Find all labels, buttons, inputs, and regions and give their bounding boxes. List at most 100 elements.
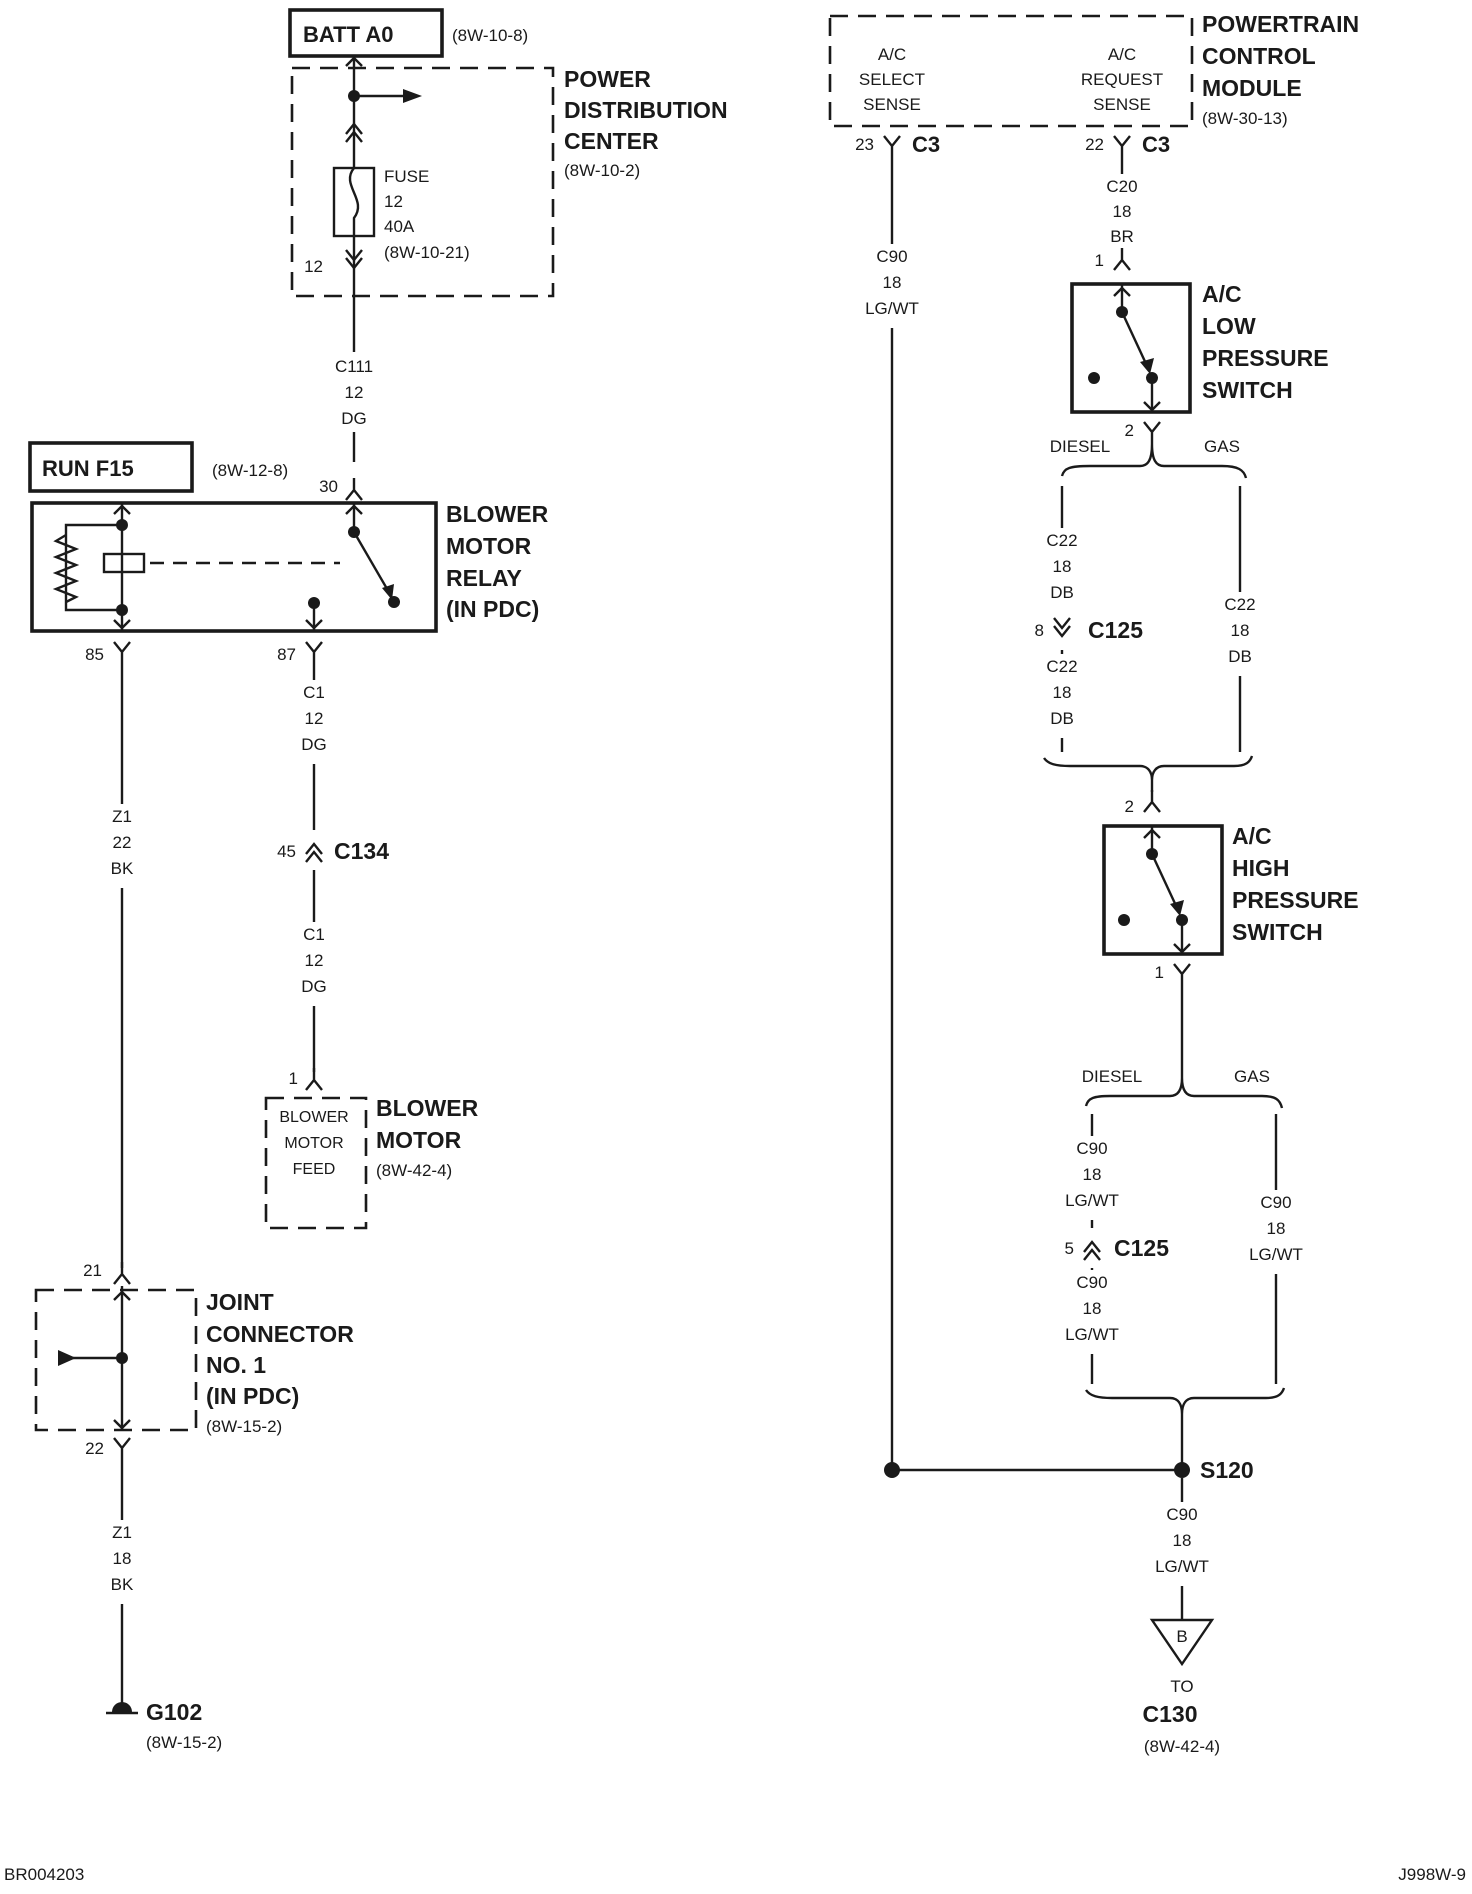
branch-c22: DIESEL GAS C22 18 DB 8 C125 C22 18 DB C2… [1035, 437, 1266, 781]
branch2-gas-gauge: 18 [1267, 1219, 1286, 1238]
wire-c111-color: DG [341, 409, 367, 428]
blower-motor-title-1: BLOWER [376, 1095, 479, 1121]
joint-title-2: CONNECTOR [206, 1321, 354, 1347]
wire-c1b-gauge: 12 [305, 951, 324, 970]
branch1-gas-circuit: C22 [1224, 595, 1255, 614]
joint-title-4: (IN PDC) [206, 1383, 299, 1409]
joint-connector-no1: 21 JOINT CONNECTOR NO. 1 (IN PDC) (8W-15… [34, 1260, 354, 1462]
batt-a0-ref: (8W-10-8) [452, 26, 528, 45]
blower-motor-ref: (8W-42-4) [376, 1161, 452, 1180]
c134-label: C134 [334, 838, 389, 864]
branch1-wire-top-gauge: 18 [1053, 557, 1072, 576]
high-switch-title-3: PRESSURE [1232, 887, 1359, 913]
offpage-ref: (8W-42-4) [1144, 1737, 1220, 1756]
blower-motor: 1 BLOWER MOTOR FEED BLOWER MOTOR (8W-42-… [264, 1066, 479, 1230]
pdc-title-3: CENTER [564, 128, 659, 154]
pcm-request-2: REQUEST [1081, 70, 1163, 89]
ground-g102: G102 (8W-15-2) [106, 1699, 222, 1752]
low-switch-title-4: SWITCH [1202, 377, 1293, 403]
pcm-title-3: MODULE [1202, 75, 1302, 101]
branch1-gas: GAS [1204, 437, 1240, 456]
batt-a0-block: BATT A0 (8W-10-8) [288, 8, 528, 58]
wire-z1a-gauge: 22 [113, 833, 132, 852]
wire-c20-circuit: C20 [1106, 177, 1137, 196]
fuse-label: FUSE [384, 167, 429, 186]
wire-c1b-circuit: C1 [303, 925, 325, 944]
wire-c90o-circuit: C90 [1166, 1505, 1197, 1524]
blower-feed-1: BLOWER [279, 1109, 348, 1126]
branch2-diesel: DIESEL [1082, 1067, 1142, 1086]
pcm-conn-c3-request: C3 [1142, 132, 1170, 157]
wire-z1b-color: BK [111, 1575, 134, 1594]
branch2-gas: GAS [1234, 1067, 1270, 1086]
blower-motor-relay: 30 BLOWER MOTOR RELAY (IN PDC) [30, 476, 549, 633]
pcm-select-1: A/C [878, 45, 906, 64]
batt-a0-label: BATT A0 [303, 22, 393, 47]
blower-feed-2: MOTOR [284, 1135, 343, 1152]
fuse-icon [348, 167, 360, 236]
low-switch-title-3: PRESSURE [1202, 345, 1329, 371]
relay-title-4: (IN PDC) [446, 596, 539, 622]
pcm-pin-22: 22 [1085, 135, 1104, 154]
relay-pin-85: 85 [85, 645, 104, 664]
wire-c20-gauge: 18 [1113, 202, 1132, 221]
ground-ref: (8W-15-2) [146, 1733, 222, 1752]
joint-pin-22: 22 [85, 1439, 104, 1458]
relay-pin-87: 87 [277, 645, 296, 664]
c134-pin: 45 [277, 842, 296, 861]
footer-left-code: BR004203 [4, 1865, 84, 1884]
wire-c111-gauge: 12 [345, 383, 364, 402]
offpage-letter: B [1176, 1627, 1187, 1646]
pcm-title-1: POWERTRAIN [1202, 11, 1359, 37]
branch2-conn-pin: 5 [1065, 1239, 1074, 1258]
splice-s120: S120 [884, 1457, 1254, 1483]
blower-motor-pin: 1 [289, 1069, 298, 1088]
branch1-wire-top-color: DB [1050, 583, 1074, 602]
low-switch-title-2: LOW [1202, 313, 1256, 339]
power-distribution-center: 12 FUSE 12 40A (8W-10-21) POWER DISTRIBU… [290, 56, 728, 298]
high-switch-pin-1: 1 [1155, 963, 1164, 982]
offpage-connector-b: B TO C130 (8W-42-4) [1143, 1618, 1220, 1756]
wire-z1a-color: BK [111, 859, 134, 878]
wire-c20-color: BR [1110, 227, 1134, 246]
wire-c90l-color: LG/WT [865, 299, 919, 318]
branch2-wire-bottom-circuit: C90 [1076, 1273, 1107, 1292]
pdc-title-1: POWER [564, 66, 651, 92]
pcm-pin-23: 23 [855, 135, 874, 154]
pdc-pin: 12 [304, 257, 323, 276]
low-switch-pin-2: 2 [1125, 421, 1134, 440]
wire-c1a-gauge: 12 [305, 709, 324, 728]
wire-c111-circuit: C111 [335, 357, 373, 376]
offpage-conn: C130 [1143, 1701, 1198, 1727]
blower-feed-3: FEED [293, 1161, 336, 1178]
branch-c90: DIESEL GAS C90 18 LG/WT 5 C125 C90 18 LG… [1056, 1067, 1312, 1415]
fuse-number: 12 [384, 192, 403, 211]
high-switch-title-1: A/C [1232, 823, 1272, 849]
branch2-wire-bottom-gauge: 18 [1083, 1299, 1102, 1318]
wire-z1b-gauge: 18 [113, 1549, 132, 1568]
fuse-rating: 40A [384, 217, 415, 236]
pcm-request-3: SENSE [1093, 95, 1151, 114]
wire-z1b-circuit: Z1 [112, 1523, 132, 1542]
pcm-title-2: CONTROL [1202, 43, 1316, 69]
pcm-request-1: A/C [1108, 45, 1136, 64]
joint-title-1: JOINT [206, 1289, 274, 1315]
branch1-wire-top-circuit: C22 [1046, 531, 1077, 550]
wire-c90l-circuit: C90 [876, 247, 907, 266]
branch1-gas-gauge: 18 [1231, 621, 1250, 640]
high-switch-pin-2: 2 [1125, 797, 1134, 816]
relay-coil-icon [102, 552, 146, 574]
offpage-to: TO [1170, 1677, 1193, 1696]
relay-pin-30: 30 [319, 477, 338, 496]
wire-z1a-circuit: Z1 [112, 807, 132, 826]
offpage-triangle-icon [1149, 1618, 1215, 1667]
pdc-title-2: DISTRIBUTION [564, 97, 728, 123]
blower-motor-title-2: MOTOR [376, 1127, 462, 1153]
resistor-icon [52, 533, 80, 604]
relay-title-3: RELAY [446, 565, 522, 591]
branch1-diesel: DIESEL [1050, 437, 1110, 456]
splice-label: S120 [1200, 1457, 1254, 1483]
branch1-wire-bottom-color: DB [1050, 709, 1074, 728]
footer-right-code: J998W-9 [1398, 1865, 1466, 1884]
